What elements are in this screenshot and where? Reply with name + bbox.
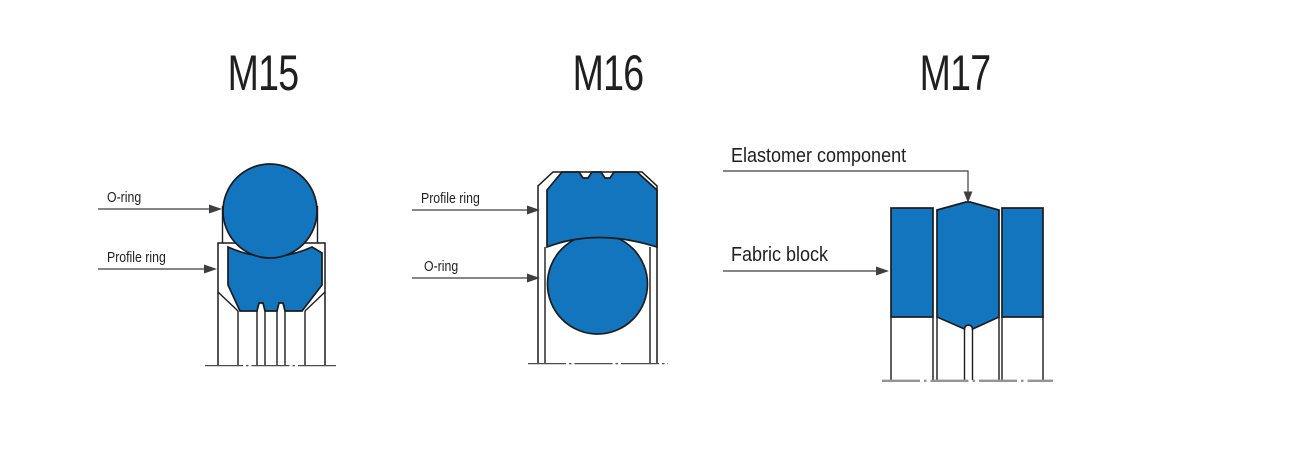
- m17-fabric-block-right-shape: [1001, 207, 1044, 318]
- m15-profile-ring-label: Profile ring: [107, 249, 166, 266]
- m16-profile-ring-label: Profile ring: [421, 190, 480, 207]
- m16-o-ring-shape: [546, 233, 649, 335]
- m15-diagram: [98, 163, 338, 367]
- m16-profile-ring-shape: [546, 171, 658, 249]
- m17-lower-section-lines: [890, 317, 1044, 380]
- arrow-right-icon: [876, 266, 889, 276]
- m17-diagram: [723, 170, 1053, 382]
- m17-elastomer-component-label: Elastomer component: [731, 145, 907, 167]
- m17-fabric-block-left-shape: [890, 207, 934, 318]
- m15-title: M15: [227, 45, 299, 101]
- m16-o-ring-label: O-ring: [424, 258, 459, 275]
- arrow-right-icon: [527, 205, 540, 215]
- m15-housing-chamfer-lines: [217, 291, 326, 312]
- m15-o-ring-label: O-ring: [107, 189, 142, 206]
- m16-title: M16: [572, 45, 644, 101]
- m15-o-ring-shape: [222, 163, 318, 259]
- m17-fabric-block-label: Fabric block: [731, 244, 829, 266]
- arrow-down-icon: [963, 191, 973, 203]
- m15-housing-slot-lines: [237, 311, 306, 365]
- m16-housing-inner-walls: [544, 247, 651, 363]
- m17-center-channel-lines: [963, 329, 974, 380]
- m16-diagram: [412, 171, 668, 365]
- arrow-right-icon: [209, 204, 222, 214]
- m17-elastomer-leader-line: [723, 170, 969, 192]
- arrow-right-icon: [527, 273, 540, 283]
- arrow-right-icon: [204, 264, 217, 274]
- m17-title: M17: [919, 45, 991, 101]
- m17-elastomer-component-shape: [936, 201, 1000, 331]
